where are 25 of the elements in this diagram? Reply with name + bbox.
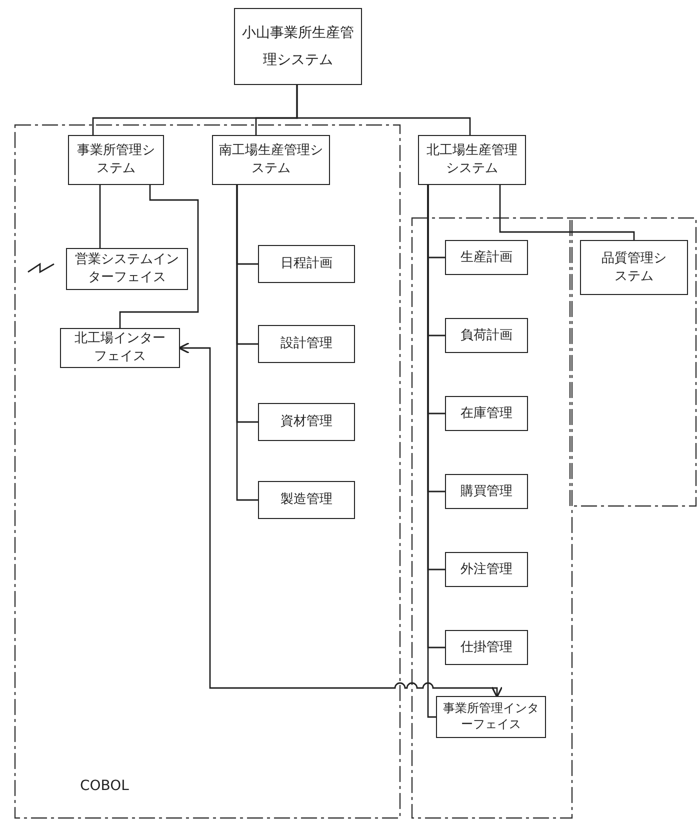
process-box: 資材管理 <box>258 403 355 441</box>
process-box: 南工場生産管理システム <box>212 135 330 185</box>
process-box: 外注管理 <box>445 552 528 587</box>
process-box: 事業所管理システム <box>68 135 164 185</box>
process-box: 日程計画 <box>258 245 355 283</box>
process-box: 小山事業所生産管理システム <box>234 8 362 85</box>
connector-line <box>178 342 503 698</box>
connector-line <box>499 185 635 240</box>
process-box: 負荷計画 <box>445 318 528 353</box>
process-box: 設計管理 <box>258 325 355 363</box>
process-box: 事業所管理インターフェイス <box>436 696 546 738</box>
process-box: 在庫管理 <box>445 396 528 431</box>
process-box: 生産計画 <box>445 240 528 275</box>
process-box: 仕掛管理 <box>445 630 528 665</box>
process-box: 北工場生産管理システム <box>418 135 526 185</box>
connector-line <box>99 185 101 248</box>
label-text: COBOL <box>80 778 129 794</box>
process-box: 営業システムインターフェイス <box>66 248 188 290</box>
process-box: 北工場インターフェイス <box>60 328 180 368</box>
connector-line <box>296 85 471 135</box>
process-box: 製造管理 <box>258 481 355 519</box>
process-box: 購買管理 <box>445 474 528 509</box>
connector-line <box>236 185 258 501</box>
process-box: 品質管理システム <box>580 240 688 295</box>
connector-line <box>119 185 199 328</box>
